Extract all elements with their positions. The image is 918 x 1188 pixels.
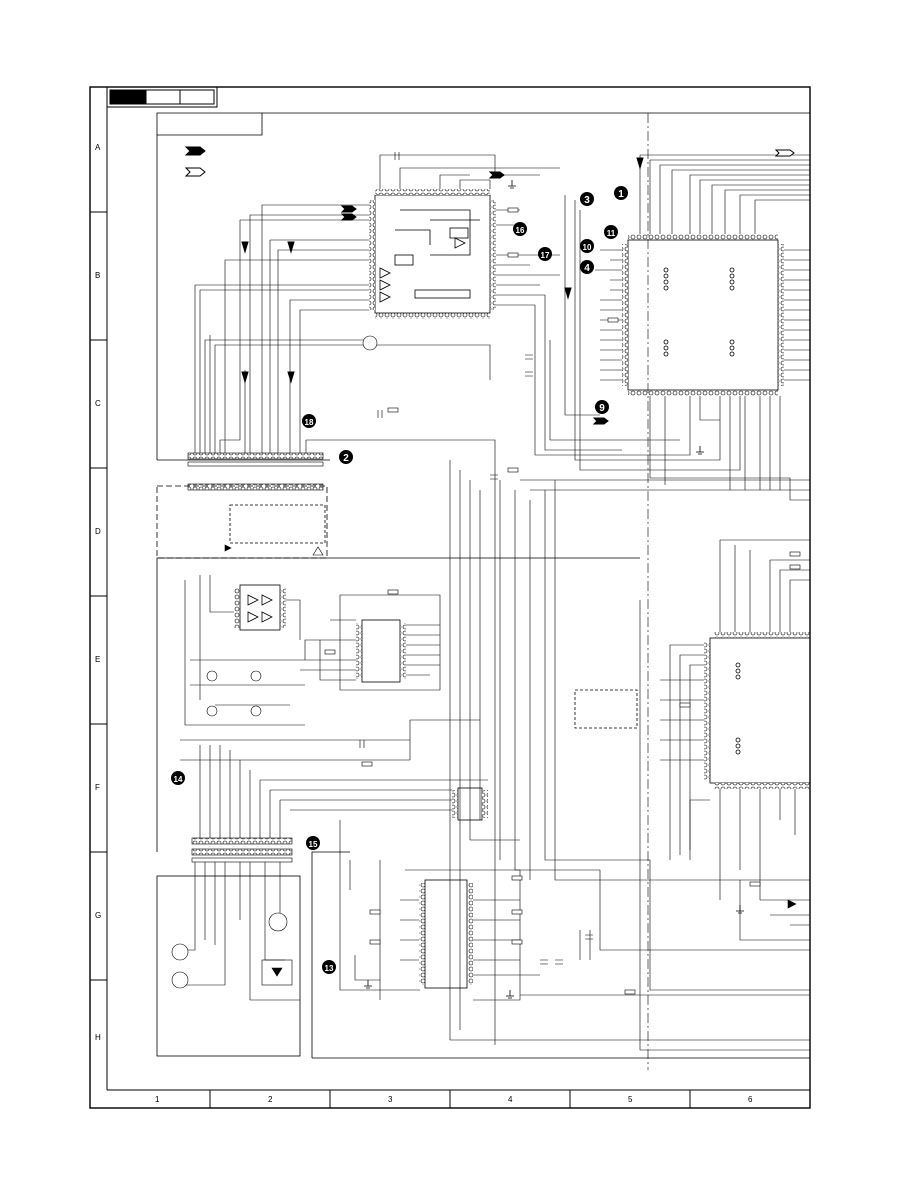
svg-text:2: 2 [343, 453, 349, 464]
row-markers: A B C D E F G H [95, 143, 101, 1042]
callout-10: 10 [580, 239, 594, 253]
column-markers: 1 2 3 4 5 6 [155, 1095, 753, 1104]
column-marker: 3 [388, 1095, 393, 1104]
callout-13: 13 [322, 960, 336, 974]
ic-microcontroller-main [622, 234, 784, 396]
row-marker: F [95, 783, 100, 792]
callout-3: 3 [580, 192, 594, 206]
svg-text:15: 15 [309, 840, 318, 849]
column-marker: 6 [748, 1095, 753, 1104]
row-marker: C [95, 399, 101, 408]
callout-11: 11 [604, 225, 618, 239]
wiring [175, 154, 810, 1051]
svg-text:13: 13 [325, 964, 334, 973]
ic-pins-upper [369, 189, 496, 319]
callout-16: 16 [513, 222, 527, 236]
svg-text:9: 9 [599, 403, 605, 414]
signal-legend [184, 146, 206, 177]
column-marker: 5 [628, 1095, 633, 1104]
svg-text:14: 14 [174, 775, 183, 784]
callout-markers: 1 2 3 4 9 10 11 13 14 15 16 17 18 [171, 186, 628, 974]
column-marker: 2 [268, 1095, 273, 1104]
svg-text:17: 17 [541, 251, 550, 260]
callout-1: 1 [614, 186, 628, 200]
sheet-frame [89, 86, 811, 1109]
callout-15: 15 [306, 836, 320, 850]
callout-4: 4 [580, 260, 594, 274]
callout-18: 18 [302, 414, 316, 428]
ic-driver-mid [356, 619, 406, 683]
row-marker: G [95, 911, 101, 920]
row-marker: H [95, 1033, 101, 1042]
title-block [106, 86, 218, 108]
column-marker: 4 [508, 1095, 513, 1104]
callout-9: 9 [595, 400, 609, 414]
callout-2: 2 [339, 450, 353, 464]
row-marker: B [95, 271, 100, 280]
svg-text:4: 4 [584, 263, 590, 274]
ic-opamp-pair [234, 584, 286, 631]
row-marker: D [95, 527, 101, 536]
row-marker: A [95, 143, 101, 152]
ground-symbols [364, 180, 744, 999]
svg-text:10: 10 [583, 243, 592, 252]
passive-components [171, 152, 801, 995]
svg-text:16: 16 [516, 226, 525, 235]
board-outlines [156, 112, 810, 1070]
signal-arrows [241, 149, 795, 425]
ic-lower-main [419, 879, 473, 989]
ic-display-driver [704, 632, 811, 789]
connector-strip-upper [187, 452, 324, 491]
svg-text:1: 1 [618, 189, 624, 200]
connector-strip-lower [191, 837, 293, 863]
column-marker: 1 [155, 1095, 160, 1104]
svg-text:11: 11 [607, 229, 616, 238]
svg-text:18: 18 [305, 418, 314, 427]
callout-14: 14 [171, 771, 185, 785]
callout-17: 17 [538, 247, 552, 261]
ic-audio-processor [374, 194, 491, 314]
row-marker: E [95, 655, 100, 664]
svg-text:3: 3 [584, 195, 590, 206]
